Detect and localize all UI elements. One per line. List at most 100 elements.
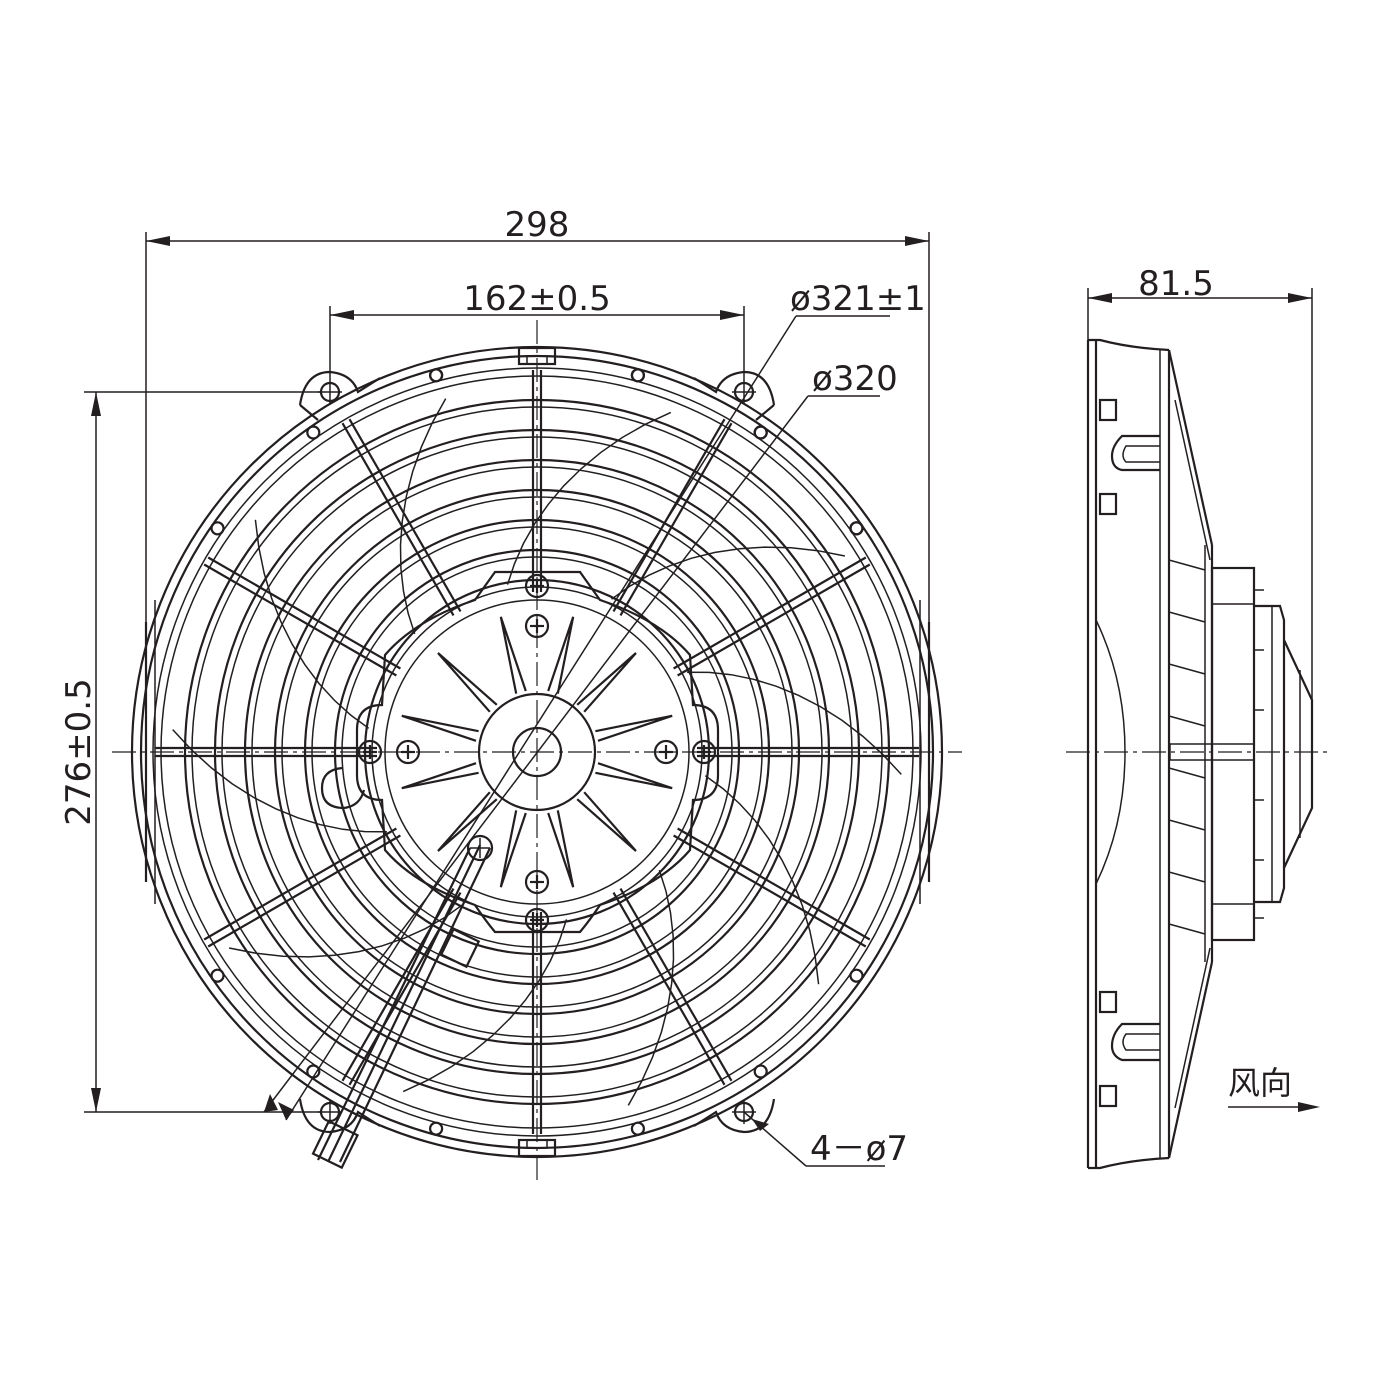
plate-screw	[524, 573, 550, 599]
rim-stud	[306, 425, 321, 440]
guard-spoke	[677, 827, 871, 941]
wire-grommet	[320, 766, 366, 810]
fan-blade-edge	[627, 869, 675, 1106]
side-guard-tick	[1168, 611, 1206, 623]
plate-screw	[357, 739, 383, 765]
airflow-direction: 风向	[1228, 1064, 1320, 1112]
guard-spoke	[612, 892, 726, 1086]
top-clip	[517, 346, 557, 366]
side-guard-tick	[1168, 559, 1206, 571]
dimension-hole-spacing: 162±0.5	[329, 279, 745, 380]
guard-ring-inner	[311, 526, 763, 978]
side-shroud	[1086, 338, 1171, 1170]
hole-spec-label: 4－ø7	[810, 1129, 908, 1169]
guard-ring-inner	[281, 496, 793, 1008]
plate-screw	[653, 739, 679, 765]
guard-spoke	[619, 422, 733, 616]
guard-ring	[183, 398, 891, 1106]
guard-spoke	[203, 563, 397, 677]
fan-blade-edge	[704, 775, 820, 985]
guard-spoke	[207, 556, 401, 670]
plate-screw	[524, 907, 550, 933]
guard-ring-inner	[341, 556, 733, 948]
side-guard-tick	[1168, 923, 1206, 935]
fan-blade-edge	[399, 398, 447, 635]
motor-rib	[499, 616, 527, 694]
dimension-vertical-height-label: 276±0.5	[59, 678, 99, 825]
guard-ring-inner	[251, 466, 823, 1038]
guard-spoke	[619, 888, 733, 1082]
fan-blades	[172, 398, 902, 1106]
side-guard-ticks	[1168, 559, 1206, 935]
fan-blade-edge	[506, 411, 672, 585]
dimension-depth-label: 81.5	[1138, 264, 1214, 304]
dimension-overall-width-label: 298	[505, 205, 570, 245]
guard-ring	[243, 458, 831, 1046]
motor-rib	[595, 762, 673, 790]
mounting-hole-top-left	[318, 380, 342, 404]
motor-rib	[595, 714, 673, 742]
dimension-depth: 81.5	[1087, 264, 1313, 700]
side-guard-tick	[1168, 819, 1206, 831]
rim-stud	[210, 521, 225, 536]
motor-rib	[576, 791, 637, 852]
rim-stud	[429, 368, 444, 383]
guard-ring-inner	[191, 406, 883, 1098]
side-view: 81.5 风向	[1066, 264, 1330, 1170]
fan-blade-edge	[687, 671, 902, 775]
guard-ring-inner	[221, 436, 853, 1068]
side-guard	[1167, 349, 1214, 1159]
rim-stud	[429, 1121, 444, 1136]
rim-stud	[630, 1121, 646, 1136]
side-shaft	[1169, 743, 1255, 761]
motor-ribs	[401, 616, 673, 888]
motor-mount-plate	[355, 570, 720, 934]
bottom-clip	[517, 1138, 557, 1158]
guard-spoke	[673, 834, 867, 948]
rim-studs	[210, 368, 864, 1136]
motor-rib	[437, 791, 498, 852]
motor-rib	[547, 810, 575, 888]
motor-rib	[499, 810, 527, 888]
dimension-overall-width: 298	[145, 205, 930, 622]
guard-ring	[333, 548, 741, 956]
guard-spoke	[677, 563, 871, 677]
plate-screw	[524, 869, 550, 895]
side-guard-tick	[1168, 715, 1206, 727]
mounting-hole-top-right	[732, 380, 756, 404]
plate-screws	[357, 573, 717, 933]
plate-screw	[691, 739, 717, 765]
guard-ring	[213, 428, 861, 1076]
diameter-outer-label: ø321±1	[790, 279, 926, 319]
guard-spoke	[673, 556, 867, 670]
rim-stud	[849, 521, 864, 536]
rim-stud	[630, 368, 646, 383]
fan-blade-edge	[172, 729, 387, 833]
dimension-hole-spacing-label: 162±0.5	[463, 279, 610, 319]
motor-rib	[547, 616, 575, 694]
motor-rib	[437, 652, 498, 713]
fan-blade-edge	[254, 519, 370, 729]
motor-rib	[401, 714, 479, 742]
front-view: 298 162±0.5 276±0.5 ø321±1 ø320 4－ø7	[59, 205, 962, 1185]
side-motor-ticks	[1254, 589, 1264, 919]
side-clips	[1098, 398, 1160, 1108]
motor-rib	[576, 652, 637, 713]
side-guard-tick	[1168, 663, 1206, 675]
diameter-inner-label: ø320	[812, 359, 898, 399]
motor-hub	[477, 692, 597, 812]
guard-spoke	[348, 418, 462, 612]
fan-blade-edge	[402, 919, 568, 1093]
guard-spokes	[155, 370, 919, 1134]
guard-spoke	[341, 422, 455, 616]
airflow-direction-label: 风向	[1228, 1064, 1292, 1102]
rim-stud	[753, 425, 768, 440]
rim-stud	[753, 1064, 768, 1079]
rim-stud	[210, 968, 225, 983]
guard-spoke	[207, 834, 401, 948]
plate-screw	[524, 613, 550, 639]
side-guard-tick	[1168, 767, 1206, 779]
diameter-leaders	[263, 315, 890, 1167]
plate-screw	[395, 739, 421, 765]
